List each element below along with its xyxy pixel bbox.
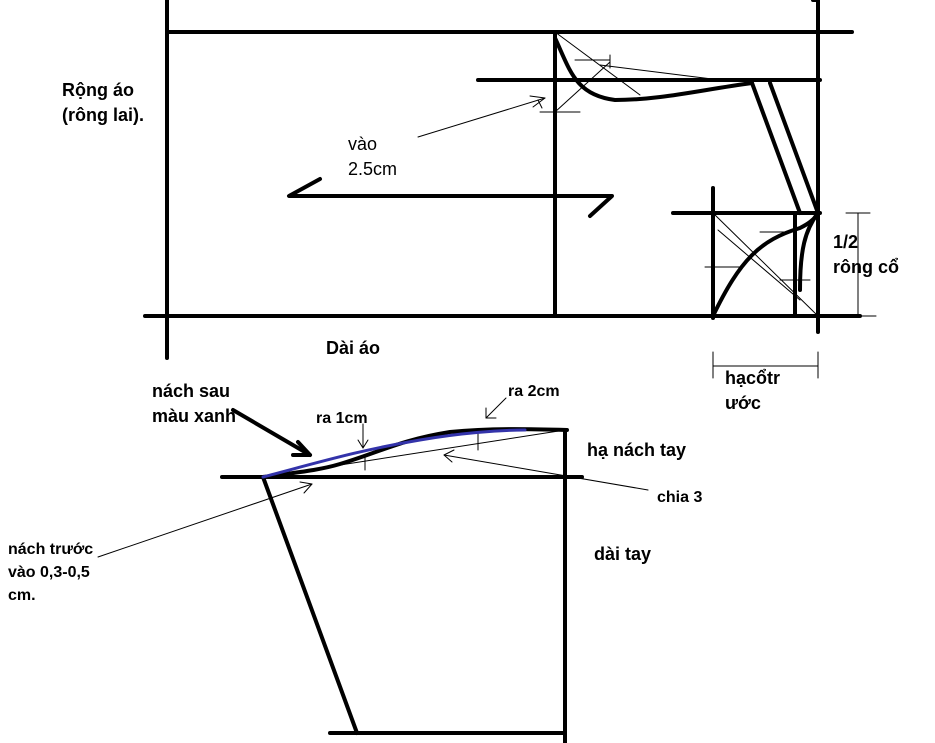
label-chia-3: chia 3 <box>657 489 703 506</box>
label-ha-co: hạcổtr ước <box>725 366 780 416</box>
label-nach-sau-line1: nách sau <box>152 381 231 401</box>
label-ra-2cm: ra 2cm <box>508 383 560 400</box>
shoulder-line-2 <box>768 81 820 215</box>
label-rong-ao: Rộng áo (rông lai). <box>62 78 144 128</box>
chia-3-pointer-head <box>443 449 455 463</box>
ra-1cm-pointer-head <box>357 439 369 449</box>
armhole-diagonal <box>554 31 641 96</box>
vao-pointer <box>417 97 546 138</box>
label-rong-ao-line1: Rộng áo <box>62 80 134 100</box>
nach-sau-pointer <box>231 408 312 457</box>
label-ha-nach-tay: hạ nách tay <box>587 440 687 460</box>
label-ha-co-line1: hạcổtr <box>725 368 781 388</box>
neck-diagonal-2 <box>717 229 801 301</box>
armhole-helper-3 <box>599 64 721 81</box>
armhole-tick-2 <box>537 99 543 109</box>
label-rong-ao-line2: (rông lai). <box>62 105 144 125</box>
armhole-curve <box>553 36 754 102</box>
label-nach-truoc-line3: cm. <box>8 587 36 604</box>
label-vao-line1: vào <box>348 134 378 154</box>
shoulder-line-1 <box>750 81 802 215</box>
label-dai-ao: Dài áo <box>326 338 381 358</box>
chia-3-pointer <box>443 454 649 491</box>
big-arrow <box>287 177 614 218</box>
label-nach-truoc-line1: nách trước <box>8 541 94 558</box>
label-half-line2: rông cổ <box>833 257 899 277</box>
label-vao-line2: 2.5cm <box>348 159 398 179</box>
sleeve-cap-back-curve <box>261 428 527 479</box>
armhole-helper-2 <box>554 61 611 113</box>
neck-curve-2 <box>798 211 820 292</box>
label-vao: vào 2.5cm <box>348 132 397 182</box>
label-half-line1: 1/2 <box>833 232 859 252</box>
label-nach-sau-line2: màu xanh <box>152 406 237 426</box>
label-nach-truoc-line2: vào 0,3-0,5 <box>8 564 90 581</box>
nach-sau-pointer-head <box>291 440 312 457</box>
vao-pointer-head <box>529 95 546 108</box>
label-dai-tay: dài tay <box>594 544 652 564</box>
label-half-neck: 1/2 rông cổ <box>833 230 899 280</box>
label-nach-truoc: nách trước vào 0,3-0,5 cm. <box>8 538 93 607</box>
label-nach-sau: nách sau màu xanh <box>152 379 236 429</box>
neck-diagonal-1 <box>712 212 819 317</box>
sleeve-slanted-edge <box>261 475 359 735</box>
nach-truoc-pointer-head <box>299 481 313 494</box>
nach-truoc-pointer <box>97 483 313 558</box>
ra-2cm-pointer <box>485 397 507 419</box>
label-ra-1cm: ra 1cm <box>316 410 368 427</box>
ra-2cm-pointer-head <box>485 407 497 419</box>
label-ha-co-line2: ước <box>725 393 761 413</box>
